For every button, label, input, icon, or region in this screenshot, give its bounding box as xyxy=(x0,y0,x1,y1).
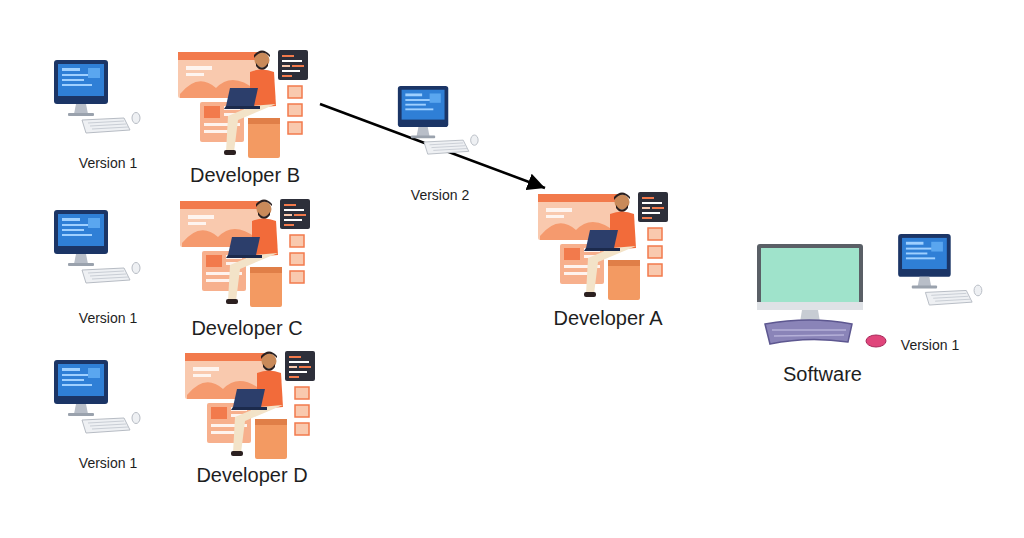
node-title: Developer C xyxy=(191,316,302,340)
version-label: Version 1 xyxy=(901,336,959,354)
version-label: Version 1 xyxy=(79,154,137,172)
version-label: Version 2 xyxy=(411,186,469,204)
node-title: Developer B xyxy=(190,163,300,187)
version-label: Version 1 xyxy=(79,309,137,327)
version-label: Version 1 xyxy=(79,454,137,472)
developer-node: Developer C xyxy=(172,195,322,340)
node-title: Developer A xyxy=(554,306,663,330)
node-title: Developer D xyxy=(196,463,307,487)
developer-node: Software xyxy=(745,242,900,386)
software-computer xyxy=(757,244,886,347)
node-title: Software xyxy=(783,362,862,386)
developer-node: Developer D xyxy=(177,348,327,487)
developer-node: Developer A xyxy=(533,188,683,330)
developer-node: Developer B xyxy=(170,45,320,187)
